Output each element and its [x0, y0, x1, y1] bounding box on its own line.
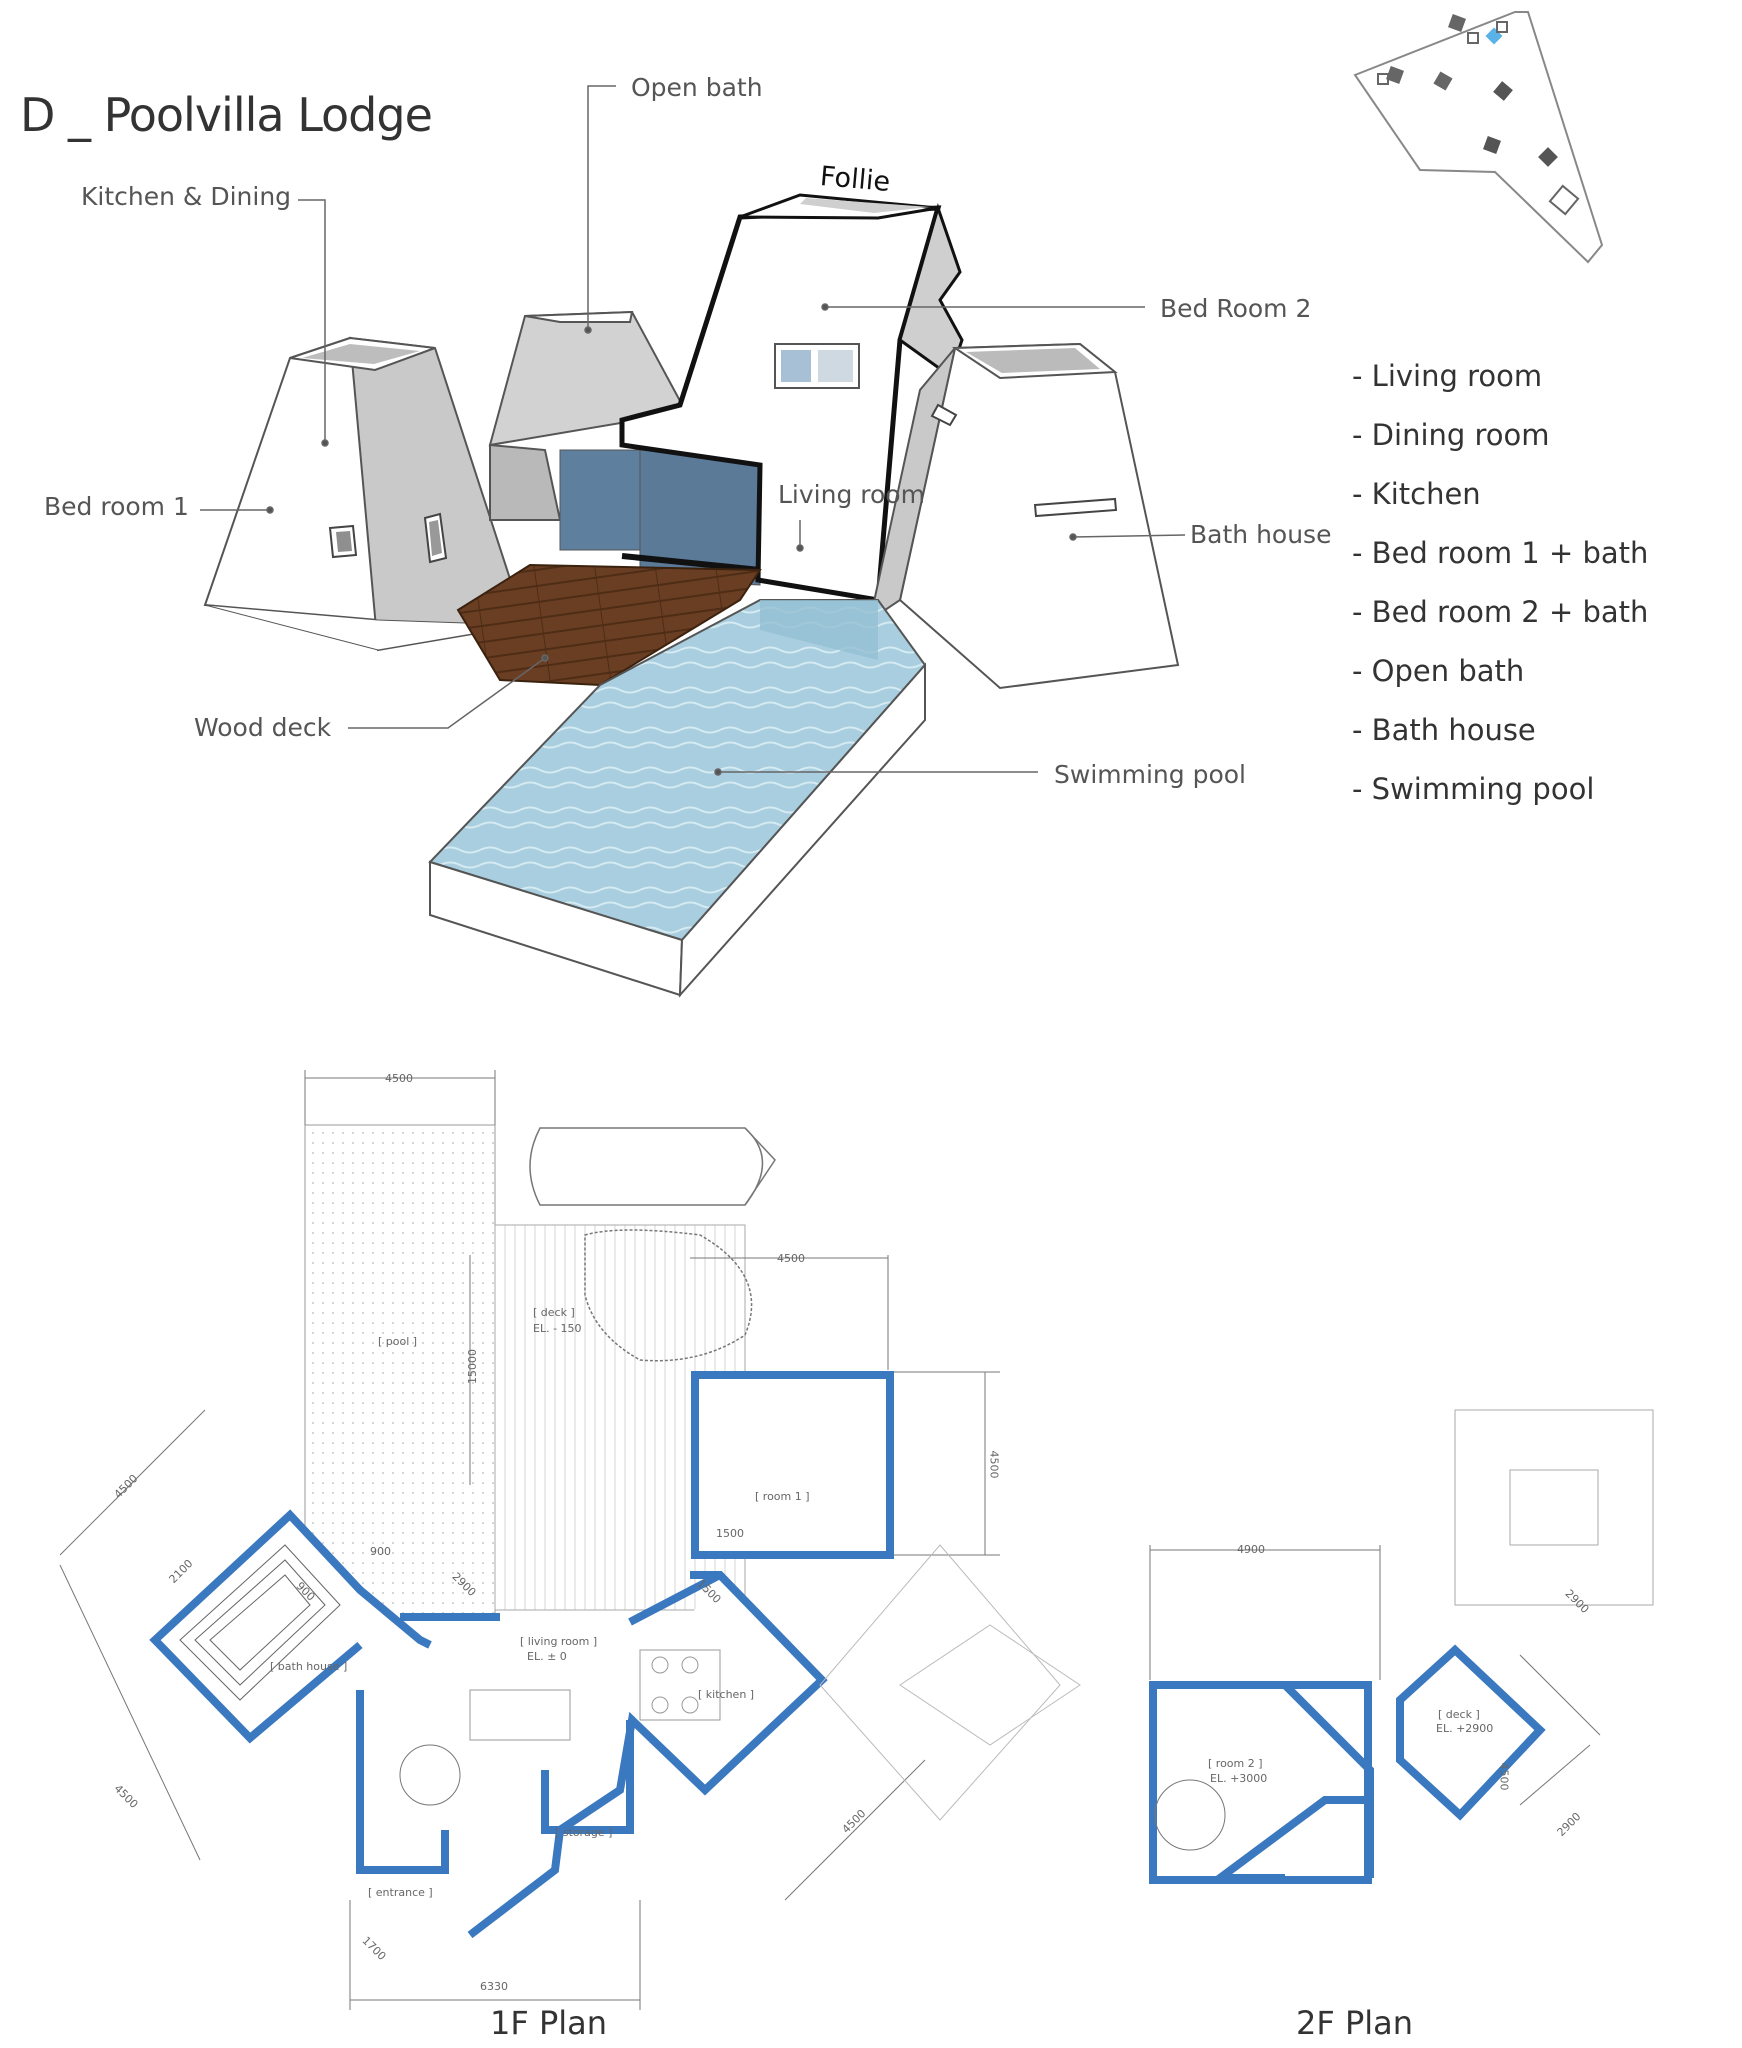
program-item: - Bed room 2 + bath: [1352, 595, 1649, 629]
program-item: - Kitchen: [1352, 477, 1481, 511]
tag-living-el: EL. ± 0: [527, 1650, 567, 1663]
tag-room2: [ room 2 ]: [1208, 1757, 1263, 1770]
open-bath-block: [488, 310, 763, 586]
tag-deck2: [ deck ]: [1438, 1708, 1480, 1721]
program-item: - Living room: [1352, 359, 1543, 393]
program-item: - Dining room: [1352, 418, 1550, 452]
dim-pool-height: 15000: [466, 1349, 479, 1384]
follie-tower: [619, 193, 964, 603]
second-floor-plan: [819, 1409, 1654, 1884]
tag-deck-el: EL. - 150: [533, 1322, 582, 1335]
label-bed-room-2: Bed Room 2: [1160, 294, 1312, 323]
tag-living-room: [ living room ]: [520, 1635, 598, 1648]
label-bath-house: Bath house: [1190, 520, 1332, 549]
label-kitchen-dining: Kitchen & Dining: [81, 182, 292, 211]
dim-room1: 4500: [987, 1450, 1001, 1479]
tag-deck2-el: EL. +2900: [1436, 1722, 1494, 1735]
tag-deck: [ deck ]: [533, 1306, 575, 1319]
first-floor-plan: [59, 1070, 1000, 2010]
dim-bath-c: 900: [370, 1545, 391, 1558]
program-item: - Open bath: [1352, 654, 1525, 688]
plan-title-2f: 2F Plan: [1296, 2004, 1414, 2042]
tag-entrance: [ entrance ]: [368, 1886, 433, 1899]
label-open-bath: Open bath: [631, 73, 763, 102]
dim-2f-b: 4500: [1497, 1762, 1511, 1791]
dim-total: 6330: [480, 1980, 508, 1993]
tag-bath-house: [ bath house ]: [270, 1660, 348, 1673]
label-wood-deck: Wood deck: [194, 713, 332, 742]
leader-lines: [200, 85, 1186, 776]
label-living-room: Living room: [778, 480, 925, 509]
swimming-pool: [428, 599, 927, 998]
bath-house-block: [868, 342, 1180, 690]
dim-pool-width: 4500: [385, 1072, 413, 1085]
plan-title-1f: 1F Plan: [490, 2004, 608, 2042]
tag-pool: [ pool ]: [378, 1335, 418, 1348]
dim-2f-width: 4900: [1237, 1543, 1265, 1556]
tag-room2-el: EL. +3000: [1210, 1772, 1268, 1785]
tag-room1: [ room 1 ]: [755, 1490, 810, 1503]
program-item: - Swimming pool: [1352, 772, 1595, 806]
label-swimming-pool: Swimming pool: [1054, 760, 1246, 789]
label-follie: Follie: [818, 160, 892, 199]
page-title: D _ Poolvilla Lodge: [20, 88, 433, 142]
program-list: - Living room - Dining room - Kitchen - …: [1352, 347, 1648, 819]
kitchen-block: [203, 336, 527, 652]
program-item: - Bath house: [1352, 713, 1536, 747]
dim-room1-b: 1500: [716, 1527, 744, 1540]
tag-kitchen: [ kitchen ]: [698, 1688, 755, 1701]
label-bed-room-1: Bed room 1: [44, 492, 189, 521]
site-key-map-icon: [1353, 11, 1604, 264]
dim-deck: 4500: [777, 1252, 805, 1265]
program-item: - Bed room 1 + bath: [1352, 536, 1649, 570]
tag-storage: [ storage ]: [555, 1826, 613, 1839]
